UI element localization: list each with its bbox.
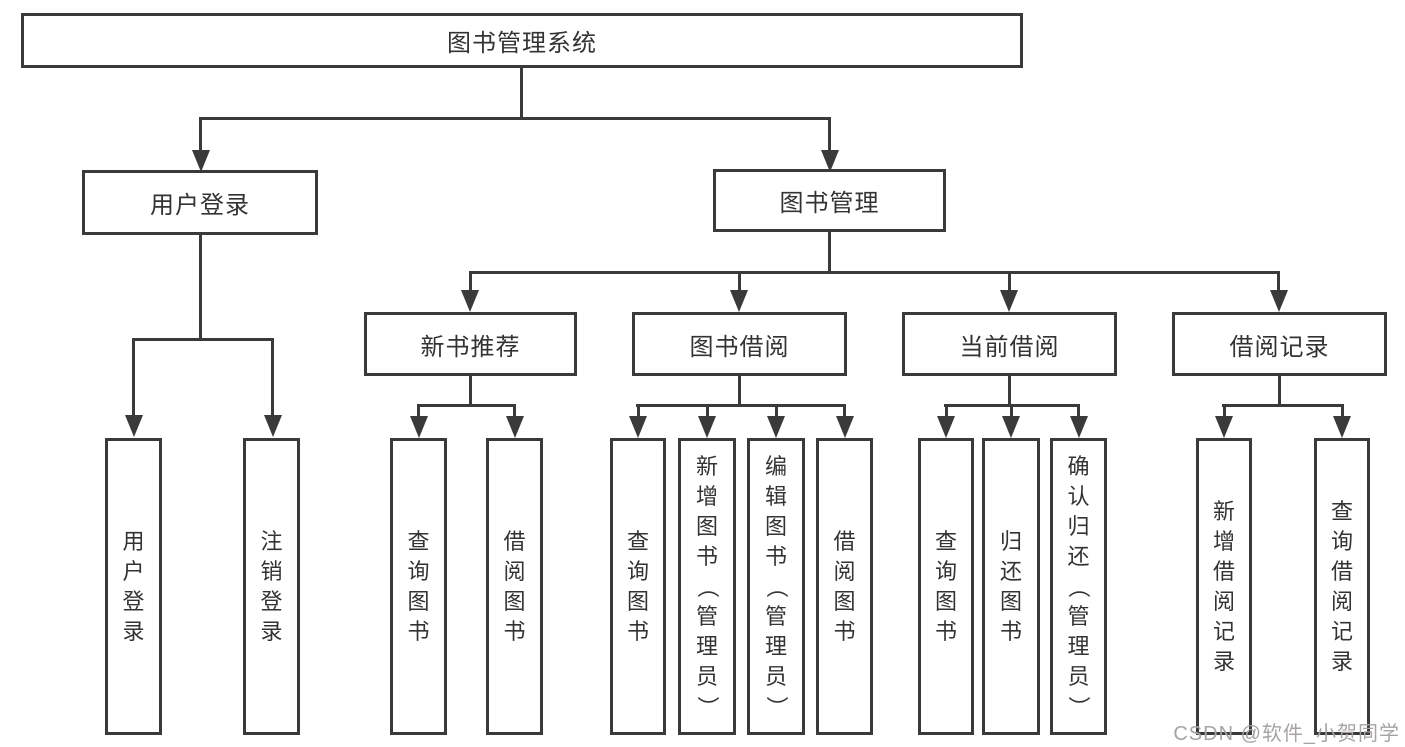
connector-line bbox=[1008, 271, 1011, 291]
node-user-login-label: 用户登录 bbox=[150, 192, 250, 219]
arrow-down-icon bbox=[1002, 416, 1020, 438]
leaf-logout: 注销登录 bbox=[243, 438, 300, 735]
connector-line bbox=[417, 404, 516, 407]
node-new-book-recommend-label: 新书推荐 bbox=[420, 333, 521, 361]
node-borrow-records-label: 借阅记录 bbox=[1229, 333, 1330, 361]
connector-root-splitter bbox=[199, 117, 831, 120]
arrow-down-icon bbox=[461, 290, 479, 312]
connector-line bbox=[1341, 404, 1344, 418]
leaf-user-login: 用户登录 bbox=[105, 438, 162, 735]
connector-line bbox=[469, 271, 1280, 274]
connector-line bbox=[636, 404, 846, 407]
node-borrow-records: 借阅记录 bbox=[1172, 312, 1387, 376]
connector-line bbox=[1077, 404, 1080, 418]
arrow-down-icon bbox=[1070, 416, 1088, 438]
node-book-management: 图书管理 bbox=[713, 169, 946, 232]
connector-line bbox=[945, 404, 948, 418]
leaf-query-borrow-record: 查询借阅记录 bbox=[1314, 438, 1370, 735]
node-book-borrowing: 图书借阅 bbox=[632, 312, 847, 376]
leaf-add-books-admin: 新增图书（管理员） bbox=[678, 438, 736, 735]
connector-line bbox=[706, 404, 709, 418]
node-library-system: 图书管理系统 bbox=[21, 13, 1023, 68]
connector-line bbox=[1222, 404, 1344, 407]
connector-line bbox=[469, 271, 472, 291]
arrow-down-icon bbox=[1333, 416, 1351, 438]
connector-line bbox=[132, 338, 274, 341]
connector-line bbox=[132, 338, 135, 416]
connector-line bbox=[843, 404, 846, 418]
watermark: CSDN @软件_小贺同学 bbox=[1173, 723, 1400, 745]
connector-line bbox=[637, 404, 640, 418]
leaf-edit-books-admin: 编辑图书（管理员） bbox=[747, 438, 805, 735]
connector-line bbox=[271, 338, 274, 416]
connector-root-stem bbox=[520, 68, 523, 118]
node-book-management-label: 图书管理 bbox=[779, 190, 880, 217]
leaf-confirm-return-admin: 确认归还（管理员） bbox=[1050, 438, 1107, 735]
arrow-down-icon bbox=[730, 290, 748, 312]
leaf-query-books-recommend: 查询图书 bbox=[390, 438, 447, 735]
leaf-borrow-books-borrowing: 借阅图书 bbox=[816, 438, 873, 735]
arrow-down-icon bbox=[629, 416, 647, 438]
arrow-down-icon bbox=[192, 150, 210, 172]
leaf-add-borrow-record: 新增借阅记录 bbox=[1196, 438, 1252, 735]
arrow-down-icon bbox=[937, 416, 955, 438]
connector-line bbox=[417, 404, 420, 418]
node-current-borrowing: 当前借阅 bbox=[902, 312, 1117, 376]
arrow-down-icon bbox=[1270, 290, 1288, 312]
connector-line bbox=[513, 404, 516, 418]
connector-line bbox=[775, 404, 778, 418]
connector-line bbox=[1278, 376, 1281, 407]
connector-line bbox=[1010, 404, 1013, 418]
arrow-down-icon bbox=[821, 150, 839, 172]
node-new-book-recommend: 新书推荐 bbox=[364, 312, 577, 376]
connector-line bbox=[828, 232, 831, 274]
arrow-down-icon bbox=[836, 416, 854, 438]
arrow-down-icon bbox=[264, 415, 282, 437]
connector-line bbox=[738, 376, 741, 407]
leaf-query-books-current: 查询图书 bbox=[918, 438, 974, 735]
connector-line bbox=[469, 376, 472, 407]
connector-line bbox=[199, 235, 202, 341]
connector-line bbox=[1008, 376, 1011, 407]
node-library-system-label: 图书管理系统 bbox=[447, 30, 597, 57]
leaf-query-books-borrowing: 查询图书 bbox=[610, 438, 666, 735]
arrow-down-icon bbox=[410, 416, 428, 438]
arrow-down-icon bbox=[767, 416, 785, 438]
arrow-down-icon bbox=[125, 415, 143, 437]
arrow-down-icon bbox=[1215, 416, 1233, 438]
leaf-borrow-books-recommend: 借阅图书 bbox=[486, 438, 543, 735]
node-user-login: 用户登录 bbox=[82, 170, 318, 235]
arrow-down-icon bbox=[506, 416, 524, 438]
connector-line bbox=[1223, 404, 1226, 418]
arrow-down-icon bbox=[698, 416, 716, 438]
node-book-borrowing-label: 图书借阅 bbox=[689, 333, 790, 361]
connector-user-login-stem bbox=[199, 117, 202, 151]
arrow-down-icon bbox=[1000, 290, 1018, 312]
leaf-return-books: 归还图书 bbox=[982, 438, 1040, 735]
connector-book-mgmt-stem bbox=[828, 117, 831, 151]
connector-line bbox=[738, 271, 741, 291]
connector-line bbox=[1277, 271, 1280, 291]
node-current-borrowing-label: 当前借阅 bbox=[959, 333, 1060, 361]
